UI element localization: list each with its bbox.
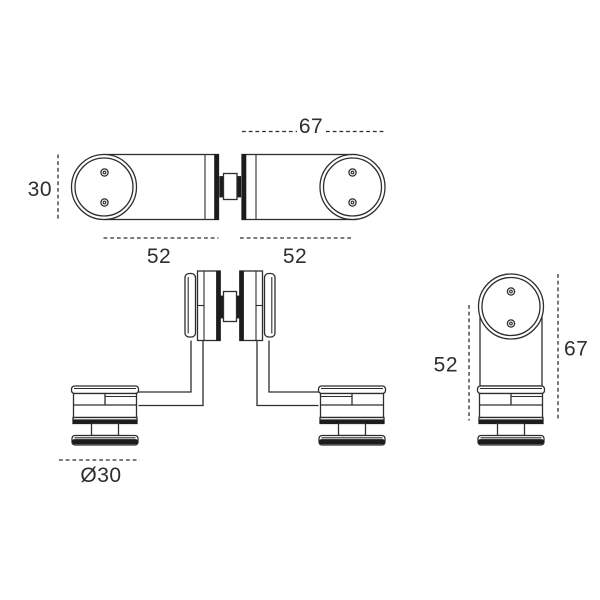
right-endcap-inner-ring [322, 157, 383, 217]
dim-label-67-top: 67 [299, 115, 323, 138]
knuckle-left-dark-band [216, 270, 221, 341]
pivot-block [222, 172, 238, 201]
left-clamp-disc-dark [72, 439, 138, 445]
dim-label-67-side: 67 [564, 338, 588, 361]
knuckle-right-dark-band [239, 270, 244, 341]
side-screw-bottom [506, 319, 516, 328]
left-arm-inner-edge [138, 340, 192, 393]
side-clamp-top-plate [476, 385, 546, 395]
knuckle-pivot-block [222, 290, 238, 323]
left-screw-bottom-dot [102, 200, 107, 205]
dim-label-52-side: 52 [434, 354, 458, 377]
side-endcap-inner-ring [481, 276, 541, 337]
right-clamp-neck [337, 422, 367, 437]
dim-label-dia30: Ø30 [80, 464, 121, 487]
left-arm-outer-edge [138, 340, 204, 407]
dim-label-52-right: 52 [283, 245, 307, 268]
left-screw-top-dot [102, 170, 107, 175]
front-view: Ø30 [59, 270, 387, 487]
left-cylinder-end-band [214, 154, 219, 220]
left-clamp-top-plate [70, 385, 140, 395]
right-clamp-top-plate [317, 385, 387, 395]
right-endcap-circle [319, 153, 386, 221]
right-cylinder-end-band [241, 154, 247, 220]
right-screw-top [348, 168, 357, 177]
right-arm-inner-edge [268, 340, 319, 393]
right-clamp-disc-dark [319, 439, 385, 445]
side-view: 52 67 [434, 273, 588, 446]
dim-label-52-left: 52 [147, 245, 171, 268]
knuckle-right-cap [263, 272, 276, 338]
right-clamp [317, 385, 387, 446]
dim-label-30: 30 [28, 178, 52, 201]
side-clamp-neck [496, 422, 526, 437]
left-screw-bottom [100, 198, 109, 207]
side-screw-top-dot [509, 289, 513, 294]
right-screw-top-dot [350, 170, 355, 175]
left-clamp-neck [90, 422, 120, 437]
top-view: 67 30 52 52 [28, 115, 386, 268]
side-clamp-disc-dark [478, 439, 544, 445]
side-endcap-circle [477, 273, 545, 340]
side-screw-top [506, 287, 516, 296]
left-endcap-circle [70, 153, 138, 221]
right-screw-bottom [348, 198, 357, 207]
left-clamp [70, 385, 140, 446]
left-screw-top [100, 168, 109, 177]
side-screw-bottom-dot [509, 321, 513, 326]
right-screw-bottom-dot [350, 200, 355, 205]
side-clamp [476, 385, 546, 446]
right-arm-outer-edge [256, 340, 319, 407]
left-endcap-inner-ring [74, 157, 134, 217]
knuckle-left-cap [184, 272, 197, 338]
